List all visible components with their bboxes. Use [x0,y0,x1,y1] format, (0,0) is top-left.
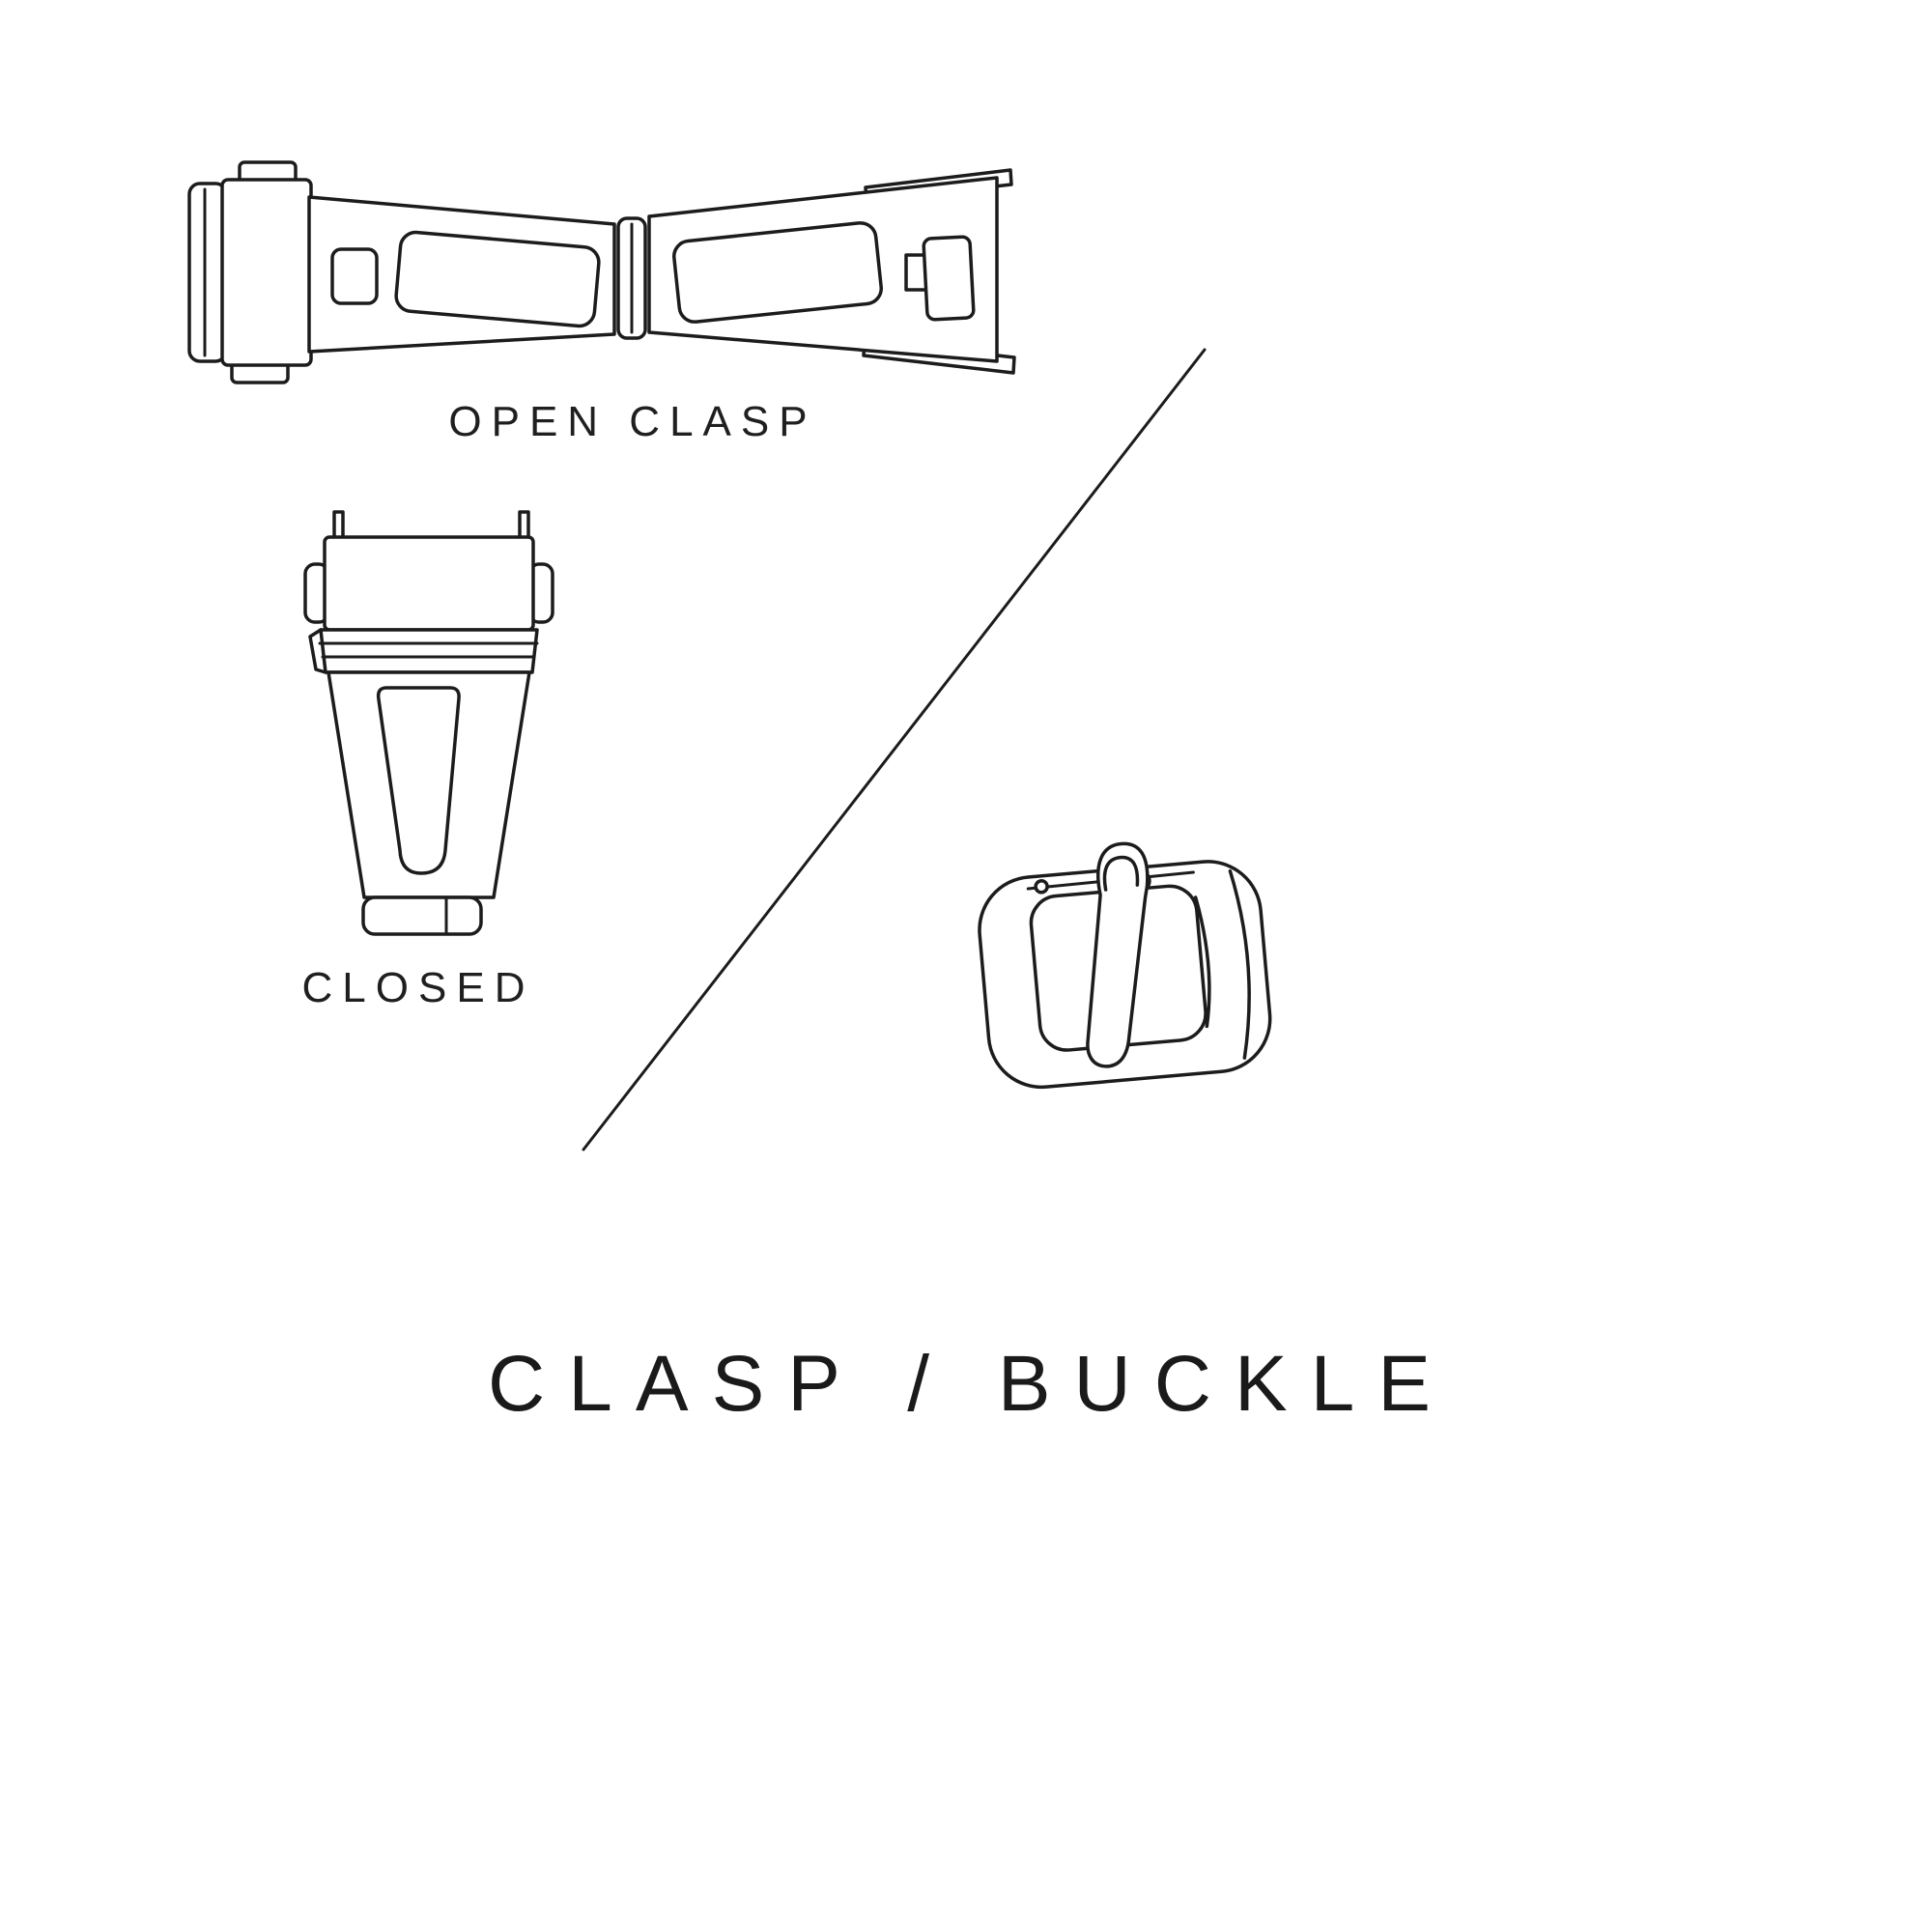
pin-buckle-illustration [978,841,1272,1090]
open-clasp-label: OPEN CLASP [448,398,817,445]
page-title: CLASP / BUCKLE [488,1340,1454,1428]
open-clasp-illustration [187,160,1016,384]
closed-clasp-illustration [303,510,554,936]
closed-clasp-label: CLOSED [301,964,535,1011]
divider-line [582,348,1207,1151]
